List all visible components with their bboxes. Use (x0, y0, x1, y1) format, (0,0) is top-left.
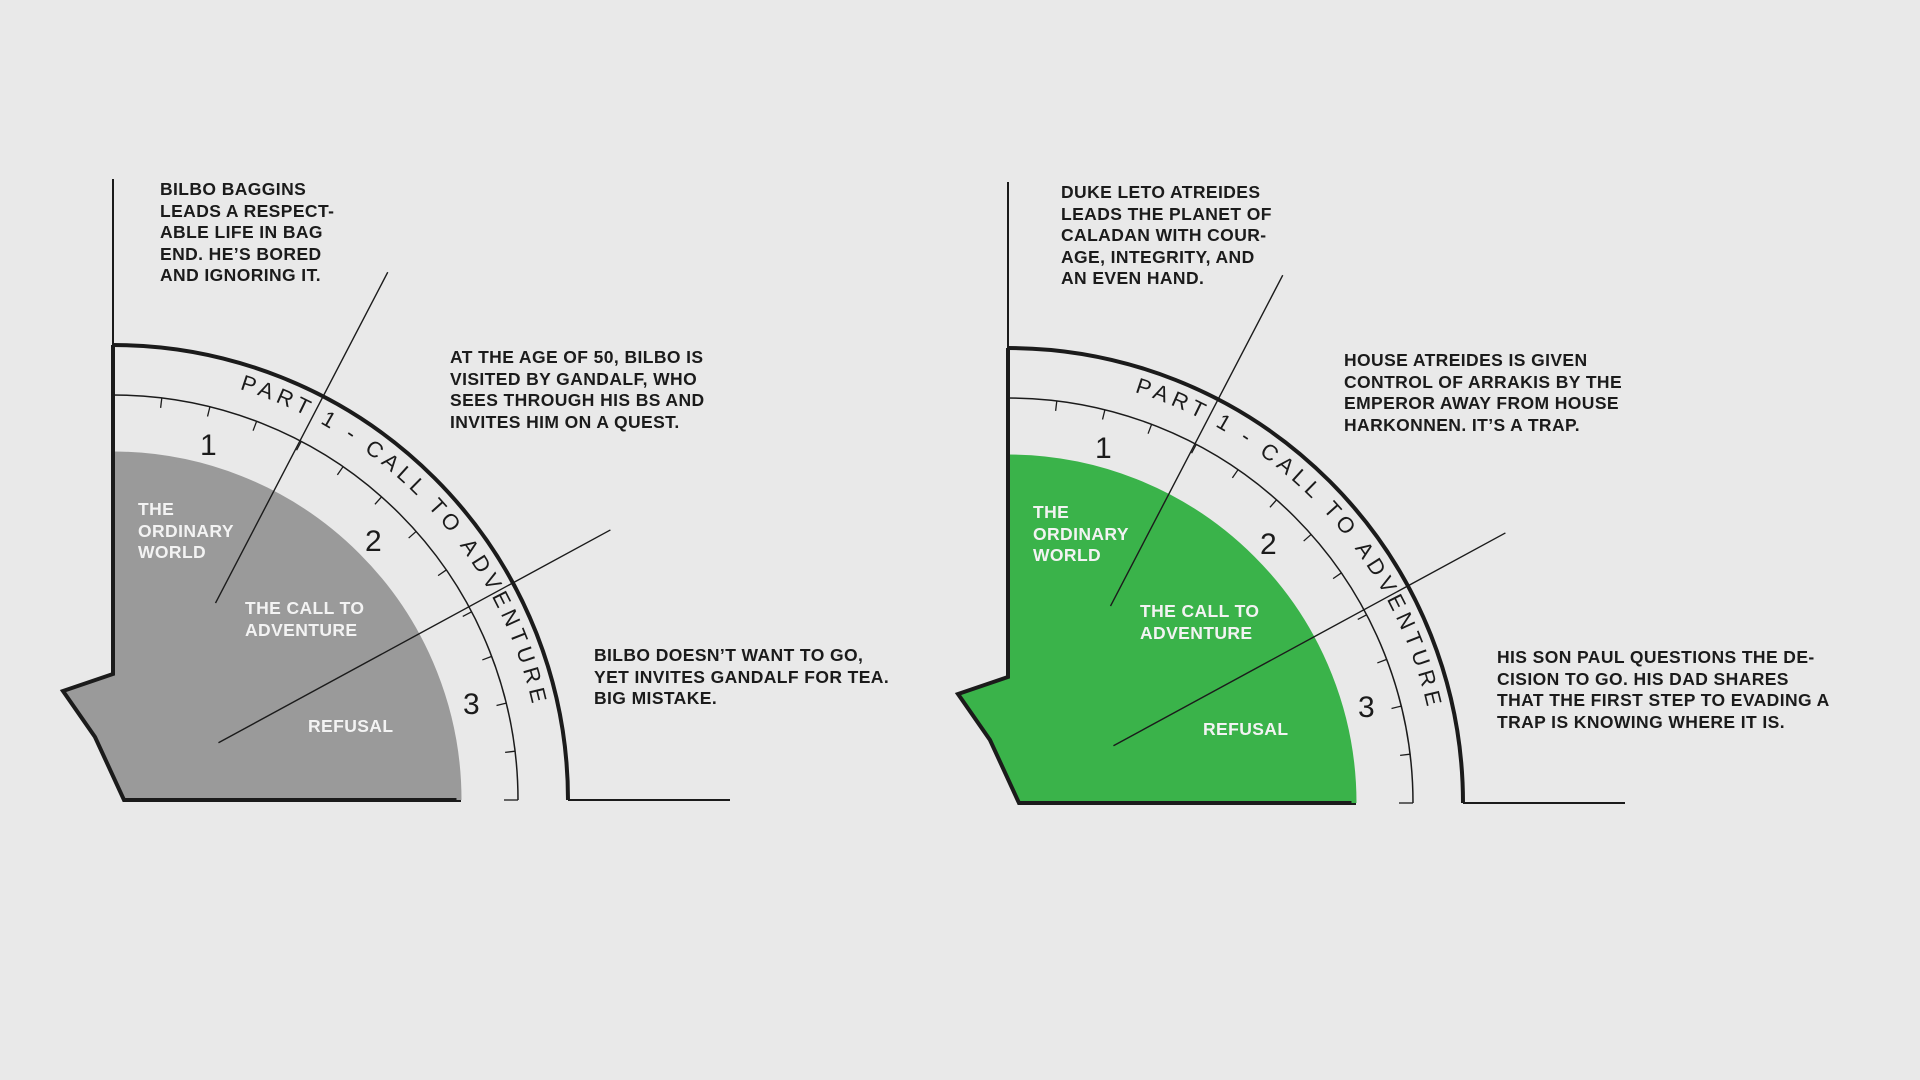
outer-arc (1007, 346, 1465, 804)
segment-label-refusal: REFUSAL (308, 716, 394, 736)
fill-edge (1007, 454, 1357, 804)
scale-tick (1377, 658, 1387, 664)
segment-label-call-to-adventure: THE CALL TO ADVENTURE (245, 598, 365, 640)
scale-tick (1303, 533, 1312, 542)
note-call-to-adventure: HOUSE ATREIDES IS GIVEN CONTROL OF ARRAK… (1344, 350, 1623, 435)
segment-label-refusal: REFUSAL (1203, 719, 1289, 739)
segment-label-ordinary-world: THE ORDINARY WORLD (138, 499, 234, 562)
beat-number-3: 3 (463, 688, 480, 721)
scale-tick (408, 530, 417, 539)
scale-tick (1357, 614, 1367, 621)
scale-tick (437, 569, 447, 577)
scale-tick (1190, 444, 1197, 454)
note-refusal: BILBO DOESN’T WANT TO GO, YET INVITES GA… (594, 645, 890, 708)
scale-tick (1101, 409, 1106, 420)
scale-tick (252, 421, 258, 431)
beat-number-1: 1 (1095, 432, 1112, 465)
inner-ring-arc (112, 394, 519, 801)
fill-edge (112, 451, 462, 801)
scale-tick (1147, 424, 1153, 434)
beat-divider-2 (218, 529, 611, 744)
scale-tick (159, 397, 163, 408)
beat-number-2: 2 (1260, 528, 1277, 561)
scale-tick (374, 496, 383, 505)
scale-tick (1231, 469, 1239, 479)
note-ordinary-world: BILBO BAGGINS LEADS A RESPECT- ABLE LIFE… (160, 179, 335, 285)
beat-divider-1 (214, 271, 389, 604)
inner-ring-arc (1007, 397, 1414, 804)
scale-tick (1054, 400, 1058, 411)
beat-number-1: 1 (200, 429, 217, 462)
scale-tick (462, 611, 472, 618)
scale-tick (496, 702, 507, 707)
segment-label-ordinary-world: THE ORDINARY WORLD (1033, 502, 1129, 565)
scale-tick (1391, 705, 1402, 710)
outer-arc (112, 343, 570, 801)
note-refusal: HIS SON PAUL QUESTIONS THE DE- CISION TO… (1497, 647, 1830, 732)
scale-tick (1332, 572, 1342, 580)
note-call-to-adventure: AT THE AGE OF 50, BILBO IS VISITED BY GA… (450, 347, 705, 432)
scale-tick (505, 750, 516, 754)
scale-tick (1400, 753, 1411, 757)
scale-tick (336, 466, 344, 476)
beat-number-3: 3 (1358, 691, 1375, 724)
note-ordinary-world: DUKE LETO ATREIDES LEADS THE PLANET OF C… (1061, 182, 1272, 288)
scale-tick (482, 655, 492, 661)
scale-tick (1269, 499, 1278, 508)
segment-label-call-to-adventure: THE CALL TO ADVENTURE (1140, 601, 1260, 643)
scale-tick (295, 441, 302, 451)
scale-tick (206, 406, 211, 417)
beat-number-2: 2 (365, 525, 382, 558)
beat-divider-1 (1109, 274, 1284, 607)
beat-divider-2 (1113, 532, 1506, 747)
